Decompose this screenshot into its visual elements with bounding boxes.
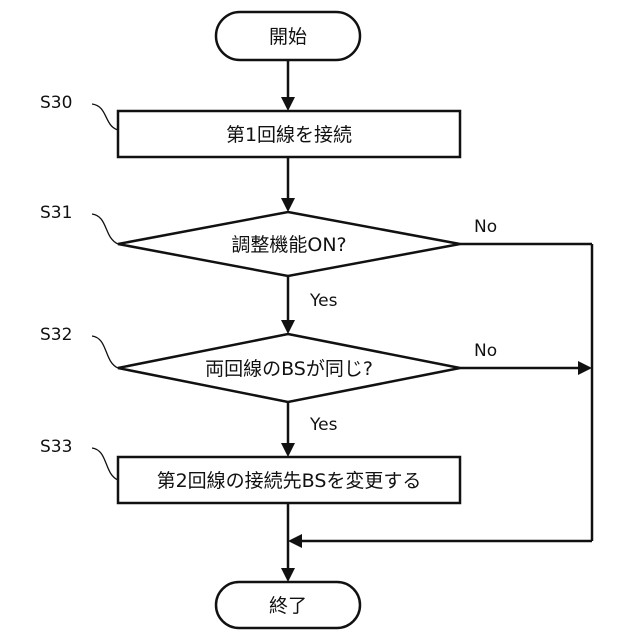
- step-label-s31: S31: [40, 203, 72, 223]
- process-text-s33: 第2回線の接続先BSを変更する: [157, 470, 422, 492]
- arrowhead-s33: [281, 443, 295, 457]
- leader-s30: [92, 104, 118, 130]
- arrowhead-merge: [288, 534, 302, 548]
- leader-s33: [92, 448, 118, 480]
- step-label-s33: S33: [40, 437, 72, 457]
- end-label: 終了: [269, 595, 307, 617]
- edge-label-s31-no: No: [474, 217, 497, 237]
- leader-s32: [92, 336, 118, 368]
- leader-s31: [92, 214, 118, 244]
- step-label-s32: S32: [40, 325, 72, 345]
- process-text-s30: 第1回線を接続: [226, 124, 352, 146]
- arrowhead-s32: [281, 320, 295, 334]
- edge-label-s32-yes: Yes: [309, 415, 338, 435]
- arrowhead-end: [281, 568, 295, 582]
- decision-text-s32: 両回線のBSが同じ?: [205, 358, 373, 380]
- arrowhead-s31: [281, 198, 295, 212]
- edge-label-s31-yes: Yes: [309, 291, 338, 311]
- start-label: 開始: [269, 26, 307, 48]
- decision-text-s31: 調整機能ON?: [231, 234, 346, 256]
- arrowhead-s30: [281, 97, 295, 111]
- step-label-s30: S30: [40, 93, 72, 113]
- edge-label-s32-no: No: [474, 341, 497, 361]
- arrowhead-s32-no: [578, 361, 592, 375]
